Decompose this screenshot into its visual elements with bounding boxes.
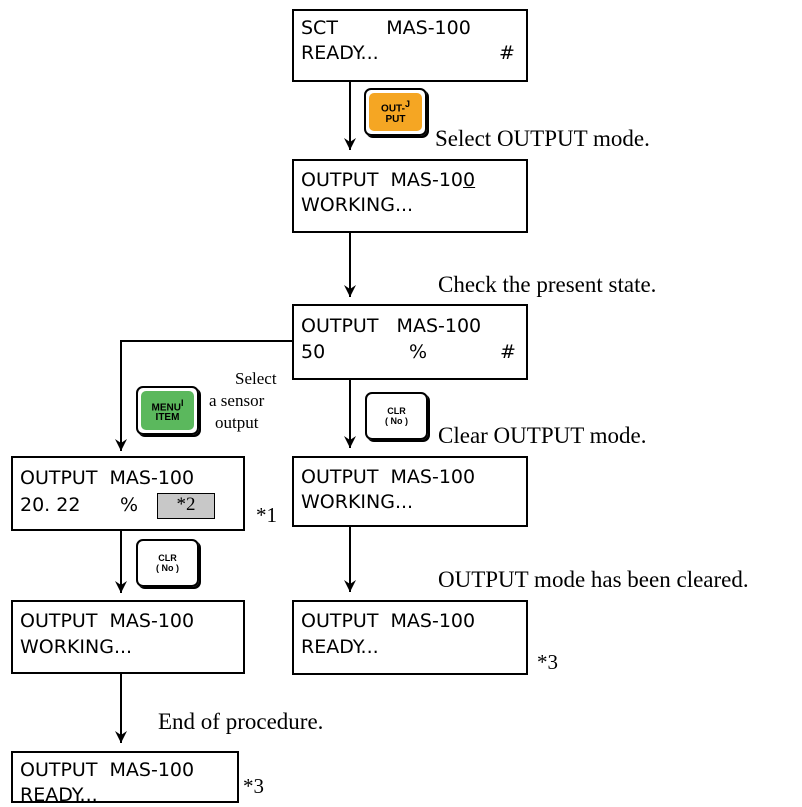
screen-unit: % xyxy=(409,341,428,363)
lcd-screen-ready-bottom: OUTPUT MAS-100 READY... xyxy=(11,751,239,806)
lcd-screen-ready-right: OUTPUT MAS-100 READY... xyxy=(292,600,528,675)
key-label-2: ( No ) xyxy=(156,563,179,573)
screen-value: 50 xyxy=(301,341,326,363)
screen-hash: # xyxy=(500,341,516,363)
screen-line-2: WORKING... xyxy=(301,491,414,513)
screen-line-2: WORKING... xyxy=(20,636,133,658)
output-key-button[interactable]: OUT-J PUT xyxy=(364,88,427,136)
screen-line-2: READY... xyxy=(301,636,379,658)
screen-line-1: OUTPUT MAS-100 xyxy=(20,467,195,489)
key-label-2: ( No ) xyxy=(385,416,408,426)
lcd-screen-sensor: OUTPUT MAS-100 20. 22 % *2 xyxy=(11,456,245,531)
key-label-2: ITEM xyxy=(155,412,180,424)
screen-line-1: SCT MAS-100 xyxy=(301,17,471,39)
key-label-1: CLR xyxy=(387,406,406,416)
annotation-clear-output: Clear OUTPUT mode. xyxy=(438,423,647,448)
annotation-select-sensor: Select a sensor output xyxy=(209,369,277,432)
menu-key-face: MENUI ITEM xyxy=(141,391,194,430)
annotation-select-output: Select OUTPUT mode. xyxy=(435,126,650,151)
key-label-sup: I xyxy=(180,397,184,408)
screen-line-1: OUTPUT MAS-100 xyxy=(20,759,195,781)
screen-hash: # xyxy=(499,42,515,64)
screen-value: 20. 22 xyxy=(20,494,81,516)
footnote-3-right: *3 xyxy=(537,650,558,674)
annotation-end: End of procedure. xyxy=(158,709,324,734)
annotation-check-state: Check the present state. xyxy=(438,272,657,297)
key-label-1: OUT- xyxy=(381,103,405,115)
screen-line-1: OUTPUT MAS-100 xyxy=(301,466,476,488)
screen-line-1: OUTPUT MAS-100 xyxy=(301,315,482,337)
clr-key-button-left[interactable]: CLR ( No ) xyxy=(136,539,199,587)
lcd-screen-state: OUTPUT MAS-100 50 % # xyxy=(292,304,528,380)
screen-line-1: OUTPUT MAS-100 xyxy=(301,610,476,632)
key-label-1: CLR xyxy=(158,553,177,563)
menu-item-key-button[interactable]: MENUI ITEM xyxy=(136,386,199,435)
screen-line-2: READY... xyxy=(20,784,98,806)
annotation-cleared: OUTPUT mode has been cleared. xyxy=(438,567,749,592)
footnote-1: *1 xyxy=(256,503,277,527)
screen-line-2: WORKING... xyxy=(301,194,414,216)
highlighted-cell: *2 xyxy=(157,493,215,519)
screen-line-1: OUTPUT MAS-100 xyxy=(20,610,195,632)
key-label-sup: J xyxy=(404,99,410,110)
clr-key-face: CLR ( No ) xyxy=(141,544,194,582)
screen-line-1: OUTPUT MAS-100 xyxy=(301,169,476,191)
lcd-screen-working-left: OUTPUT MAS-100 WORKING... xyxy=(11,600,245,674)
key-label-1: MENU xyxy=(151,402,181,414)
lcd-screen-ready-top: SCT MAS-100 READY... # xyxy=(292,9,528,82)
clr-key-button-right[interactable]: CLR ( No ) xyxy=(365,392,428,440)
arrow-state-to-sensor xyxy=(120,340,293,451)
screen-line-2: READY... xyxy=(301,42,379,64)
lcd-screen-working-right: OUTPUT MAS-100 WORKING... xyxy=(292,456,528,527)
lcd-screen-working-1: OUTPUT MAS-100 WORKING... xyxy=(292,159,528,233)
output-key-face: OUT-J PUT xyxy=(369,93,422,131)
clr-key-face: CLR ( No ) xyxy=(370,397,423,435)
footnote-3-bottom: *3 xyxy=(243,774,264,798)
key-label-2: PUT xyxy=(385,113,406,125)
screen-unit: % xyxy=(120,494,139,516)
